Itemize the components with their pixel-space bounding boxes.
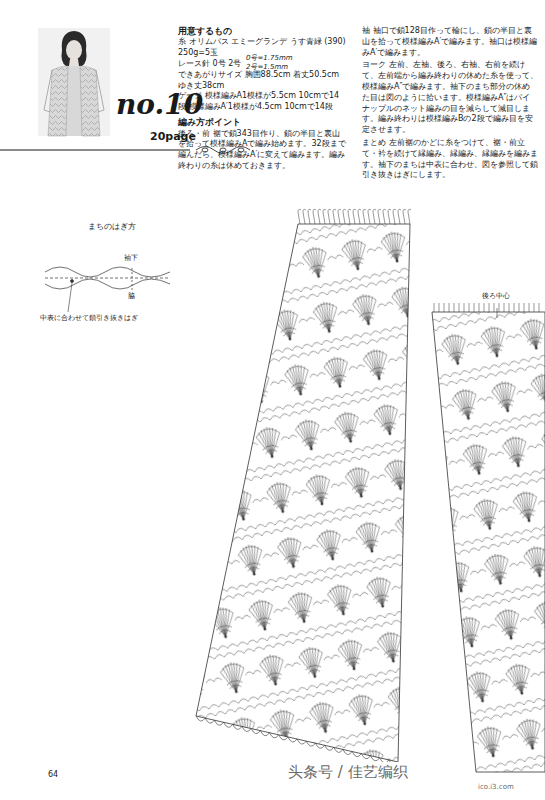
diagram-title: まちのはぎ方 <box>88 222 136 233</box>
instruction-text: まとめ 左前裾のかどに糸をつけて、裾・前立て・衿を続けて縁編み、縁編み、縁編みを… <box>362 138 538 181</box>
fringe-stroke <box>489 303 490 312</box>
fringe-stroke <box>353 209 356 224</box>
fringe-stroke <box>494 303 495 312</box>
yoke-chart <box>432 312 545 772</box>
fringe-stroke <box>534 303 535 312</box>
scallop-stroke <box>214 720 223 725</box>
fringe-stroke <box>383 209 386 224</box>
handwritten-note: 2号=1.5mm <box>246 63 288 72</box>
page-ref: 20page <box>150 130 196 145</box>
scallop-stroke <box>242 726 251 731</box>
scallop-stroke <box>361 754 370 759</box>
fringe-stroke <box>479 303 480 312</box>
part-label: 後ろ中心 <box>482 292 510 301</box>
fringe-stroke <box>393 209 396 224</box>
fringe-stroke <box>524 303 525 312</box>
scallop-stroke <box>279 735 288 740</box>
fringe-stroke <box>323 209 326 224</box>
watermark: 头条号 / 佳艺编织 <box>288 762 408 782</box>
scallop-stroke <box>325 745 334 750</box>
scallop-stroke <box>288 737 297 742</box>
gauge-note: ゲージ 模様編みA1模様が5.5cm 10cmで14段 模様編みA′1模様が4.… <box>178 91 346 113</box>
fringe-stroke <box>459 303 460 312</box>
fringe-stroke <box>363 209 366 224</box>
section-heading: 編み方ポイント <box>178 117 346 128</box>
fringe-stroke <box>308 209 311 224</box>
materials-note: 糸 オリムパス エミーグランデ うす青緑 (390) <box>178 37 346 48</box>
rule-line <box>0 149 190 150</box>
scallop-stroke <box>269 733 278 738</box>
scallop-stroke <box>260 731 269 736</box>
fringe-stroke <box>328 209 331 224</box>
scallop-stroke <box>334 747 343 752</box>
scallop-stroke <box>352 752 361 757</box>
fringe-stroke <box>403 209 406 224</box>
fringe-stroke <box>454 303 455 312</box>
fringe-stroke <box>348 209 351 224</box>
text-column: 袖 袖口で鎖128目作って輪にし、鎖の半目と裏山を拾って模様編みA′で編みます。… <box>362 26 538 183</box>
chart-fringe <box>196 209 539 765</box>
part-label: 脇 <box>128 292 135 301</box>
instruction-text: 後ろ・前 裾で鎖343目作り、鎖の半目と裏山を拾って模様編みAで編み始めます。3… <box>178 129 346 172</box>
fringe-stroke <box>318 209 321 224</box>
fringe-stroke <box>298 209 301 224</box>
seam-diagram <box>45 267 170 312</box>
instruction-text: ヨーク 左前、左袖、後ろ、右袖、右前を続けて、左前端から編み終わりの休めた糸を使… <box>362 60 538 136</box>
fringe-stroke <box>398 209 401 224</box>
text-column: 用意するもの糸 オリムパス エミーグランデ うす青緑 (390)250g=5玉レ… <box>178 26 346 172</box>
callout-note: 中表に合わせて鎖引き抜きはぎ <box>40 314 138 323</box>
fringe-stroke <box>368 209 371 224</box>
fringe-stroke <box>358 209 361 224</box>
fringe-stroke <box>388 209 391 224</box>
page-number: 64 <box>48 770 58 781</box>
fringe-stroke <box>373 209 376 224</box>
scallop-stroke <box>306 741 315 746</box>
fringe-stroke <box>484 303 485 312</box>
fringe-stroke <box>434 303 435 312</box>
scallop-stroke <box>370 756 379 761</box>
scallop-stroke <box>224 722 233 727</box>
scallop-stroke <box>251 729 260 734</box>
scallop-stroke <box>205 718 214 723</box>
scallop-stroke <box>297 739 306 744</box>
part-label: 袖下 <box>124 254 138 263</box>
scallop-stroke <box>233 724 242 729</box>
instruction-text: 袖 袖口で鎖128目作って輪にし、鎖の半目と裏山を拾って模様編みA′で編みます。… <box>362 26 538 58</box>
handwritten-note: 0号=1.75mm <box>246 54 293 63</box>
fringe-stroke <box>509 303 510 312</box>
model-photo <box>38 28 110 136</box>
scallop-stroke <box>315 743 324 748</box>
size-note: できあがりサイズ 胸囲88.5cm 着丈50.5cm ゆき丈38cm <box>178 70 346 92</box>
fringe-stroke <box>343 209 346 224</box>
fringe-stroke <box>474 303 475 312</box>
fringe-stroke <box>464 303 465 312</box>
scallop-stroke <box>196 716 205 721</box>
fringe-stroke <box>408 209 411 224</box>
fringe-stroke <box>514 303 515 312</box>
section-heading: 用意するもの <box>178 26 346 37</box>
fringe-stroke <box>539 303 540 312</box>
center-mark <box>497 308 498 318</box>
fringe-stroke <box>313 209 316 224</box>
fringe-stroke <box>378 209 381 224</box>
scallop-stroke <box>343 749 352 754</box>
fringe-stroke <box>449 303 450 312</box>
fringe-stroke <box>333 209 336 224</box>
fringe-stroke <box>439 303 440 312</box>
fringe-stroke <box>519 303 520 312</box>
watermark: ico.i3.com <box>478 783 514 792</box>
fringe-stroke <box>338 209 341 224</box>
fringe-stroke <box>444 303 445 312</box>
fringe-stroke <box>469 303 470 312</box>
front-back-chart <box>196 224 410 762</box>
fringe-stroke <box>499 303 500 312</box>
fringe-stroke <box>303 209 306 224</box>
fringe-stroke <box>504 303 505 312</box>
fringe-stroke <box>529 303 530 312</box>
